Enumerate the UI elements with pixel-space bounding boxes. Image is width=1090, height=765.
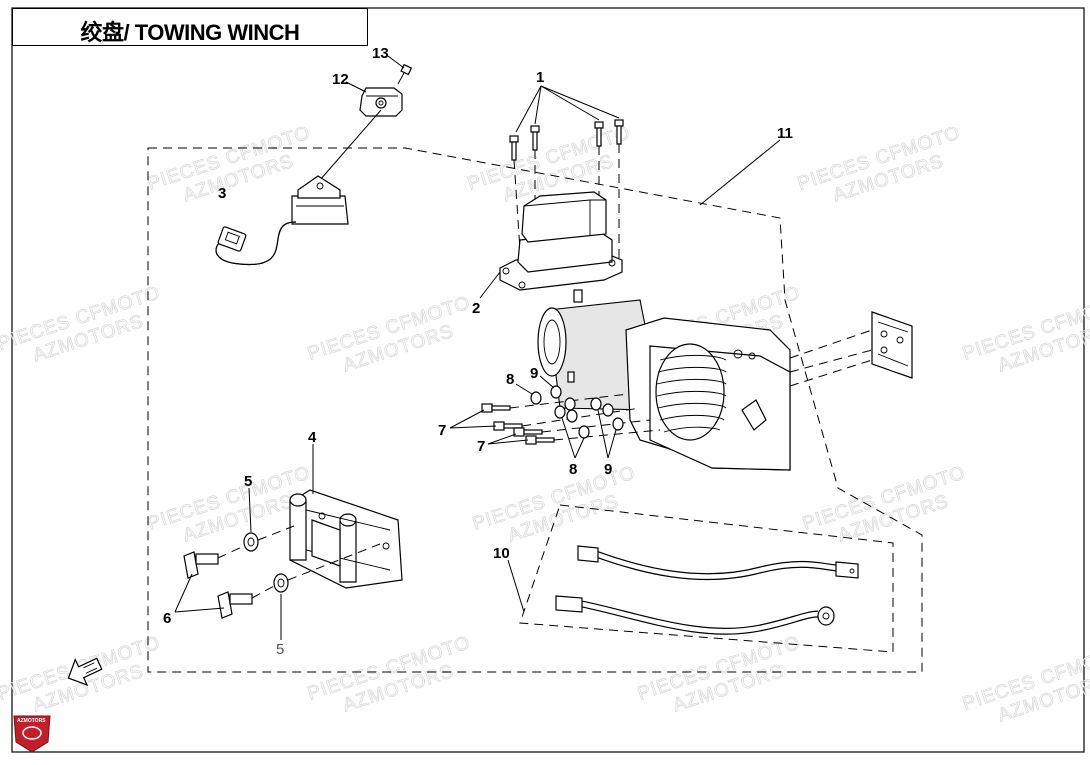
leader-12 (345, 81, 367, 93)
switch-bracket-12 (359, 87, 403, 117)
screw-13 (397, 63, 413, 85)
leader-11 (699, 139, 781, 206)
callout-2: 2 (472, 300, 480, 317)
leader-8b (561, 417, 576, 459)
callout-11: 11 (777, 125, 793, 142)
callout-4: 4 (308, 429, 317, 446)
leader-10 (507, 559, 525, 613)
leader-8a (515, 383, 533, 395)
callout-9b: 9 (604, 461, 612, 478)
callout-9a: 9 (530, 365, 538, 382)
control-box-2 (499, 191, 623, 291)
title-box: 绞盘/ TOWING WINCH (12, 8, 368, 46)
callout-8b: 8 (569, 461, 577, 478)
callout-8: 8 (506, 371, 514, 388)
page-title: 绞盘/ TOWING WINCH (80, 20, 300, 45)
callout-1: 1 (536, 69, 544, 86)
winch-switch-3 (215, 175, 349, 266)
callout-7a: 7 (438, 422, 446, 439)
callout-5a: 5 (244, 473, 252, 490)
leader-9b (597, 409, 609, 459)
callout-13: 13 (372, 45, 389, 62)
leader-2 (479, 271, 501, 299)
leader-5a (248, 487, 252, 533)
callout-7b: 7 (477, 438, 485, 455)
front-arrow-icon (67, 657, 103, 686)
leader-9a (539, 375, 555, 389)
leader-1 (515, 85, 542, 133)
winch-assembly-11 (537, 289, 913, 471)
assembly-outline (147, 147, 923, 673)
page-border (11, 7, 1085, 753)
cables-10 (555, 545, 859, 635)
flange-bolts-6 (183, 525, 381, 619)
leader-6 (174, 573, 193, 613)
logo-text: AZMOTORS (17, 718, 46, 724)
leader-7a (449, 409, 485, 429)
roller-fairlead-4 (289, 489, 403, 589)
leader-13 (387, 55, 405, 69)
callout-3: 3 (218, 185, 226, 202)
bolts-1 (509, 119, 624, 260)
leader-12-3 (319, 109, 382, 181)
azmotors-logo: AZMOTORS (13, 715, 51, 753)
callout-10: 10 (493, 545, 510, 562)
leader-7b (487, 433, 517, 445)
washers-5 (243, 532, 289, 593)
callout-12: 12 (332, 71, 349, 88)
callout-labels: 1 2 3 4 5 5 6 7 7 8 9 9 8 10 11 12 13 (163, 45, 793, 658)
callout-5b: 5 (276, 641, 284, 658)
fasteners-7-8-9 (481, 385, 661, 445)
cable-set-outline (519, 504, 894, 653)
callout-6: 6 (163, 610, 171, 627)
